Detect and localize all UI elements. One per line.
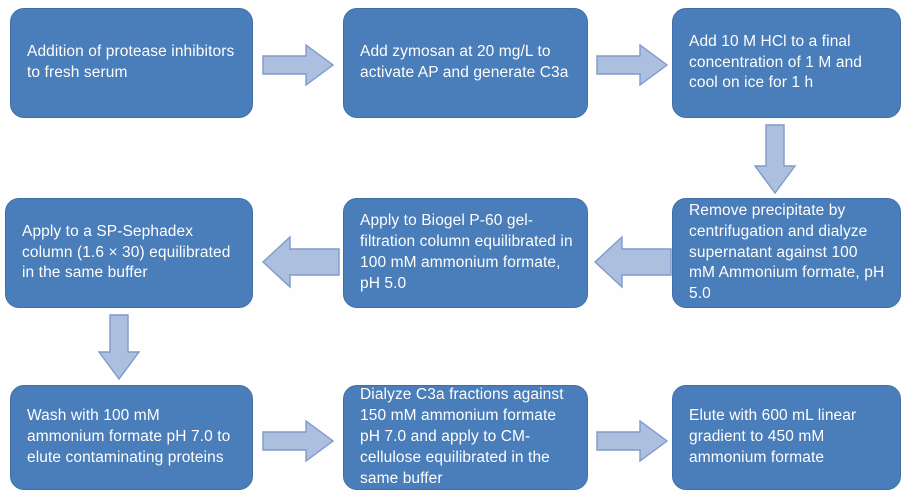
- node-label: Dialyze C3a fractions against 150 mM amm…: [360, 386, 564, 487]
- node-label: Addition of protease inhibitors to fresh…: [27, 43, 235, 81]
- node-label: Apply to a SP-Sephadex column (1.6 × 30)…: [22, 222, 231, 282]
- arrow-right-step2-step3: [596, 44, 668, 86]
- arrow-right-step1-step2: [262, 44, 334, 86]
- node-label: Add zymosan at 20 mg/L to activate AP an…: [360, 43, 569, 81]
- arrow-left-step5-step6: [262, 232, 340, 292]
- node-label: Elute with 600 mL linear gradient to 450…: [689, 407, 857, 466]
- node-label: Remove precipitate by centrifugation and…: [689, 201, 885, 303]
- process-node-wash-ammonium-formate[interactable]: Wash with 100 mM ammonium formate pH 7.0…: [10, 385, 253, 490]
- process-node-add-hcl[interactable]: Add 10 M HCl to a final concentration of…: [672, 8, 901, 118]
- process-node-add-zymosan[interactable]: Add zymosan at 20 mg/L to activate AP an…: [343, 8, 588, 118]
- arrow-down-step3-step4: [753, 124, 797, 194]
- node-label: Apply to Biogel P-60 gel-filtration colu…: [360, 212, 573, 292]
- arrow-left-step4-step5: [594, 232, 672, 292]
- node-label: Add 10 M HCl to a final concentration of…: [689, 32, 863, 92]
- process-node-apply-biogel-p60[interactable]: Apply to Biogel P-60 gel-filtration colu…: [343, 198, 588, 308]
- process-node-dialyze-c3a-fractions[interactable]: Dialyze C3a fractions against 150 mM amm…: [343, 385, 588, 490]
- process-node-elute-linear-gradient[interactable]: Elute with 600 mL linear gradient to 450…: [672, 385, 901, 490]
- arrow-right-step8-step9: [596, 420, 668, 462]
- arrow-down-step6-step7: [97, 314, 141, 380]
- node-label: Wash with 100 mM ammonium formate pH 7.0…: [27, 407, 231, 466]
- process-node-addition-of-protease-inhibitors[interactable]: Addition of protease inhibitors to fresh…: [10, 8, 253, 118]
- arrow-right-step7-step8: [262, 420, 334, 462]
- process-node-apply-sp-sephadex[interactable]: Apply to a SP-Sephadex column (1.6 × 30)…: [5, 198, 253, 308]
- process-node-remove-precipitate[interactable]: Remove precipitate by centrifugation and…: [672, 198, 901, 308]
